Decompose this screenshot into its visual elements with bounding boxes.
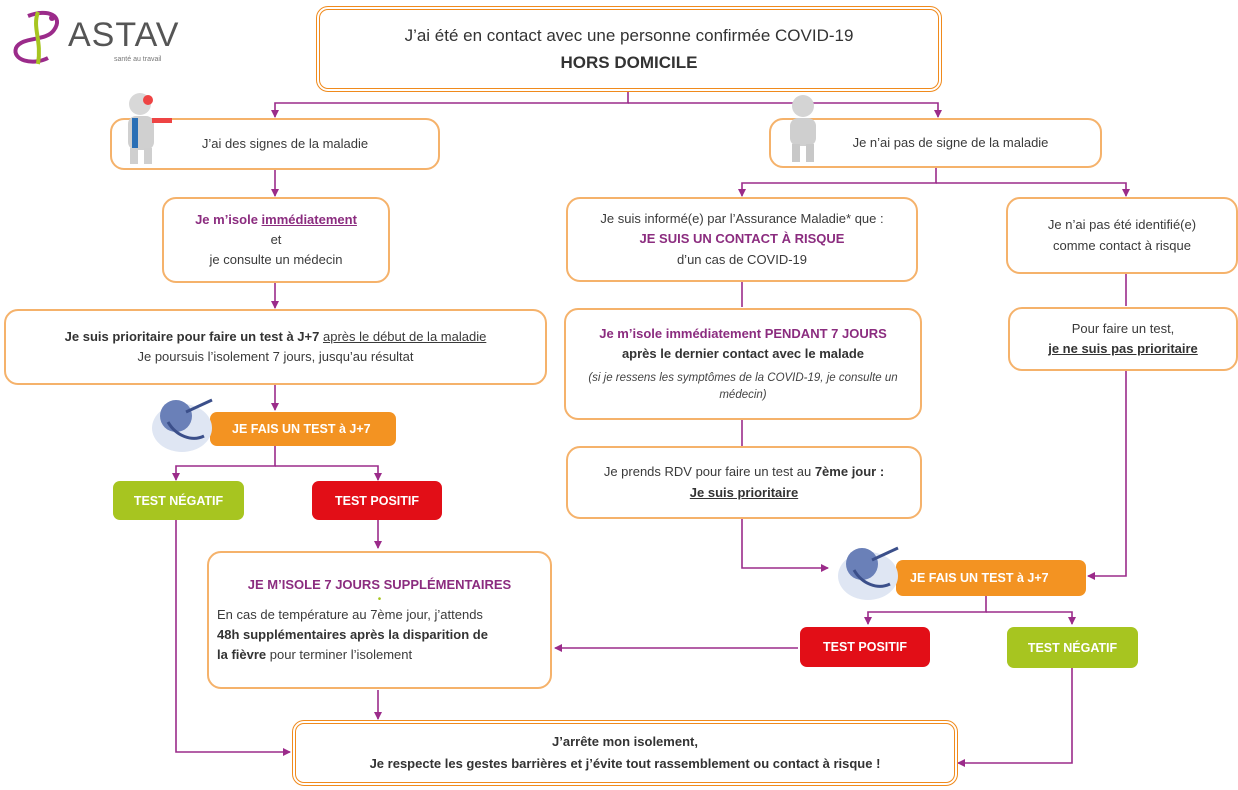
left-test-positive: TEST POSITIF — [312, 481, 442, 520]
right-pos-label: TEST POSITIF — [822, 640, 908, 654]
sick-person-icon — [128, 93, 172, 164]
left-test-negative: TEST NÉGATIF — [113, 481, 244, 520]
iso7-a: Je m’isole immédiatement — [599, 326, 765, 342]
no-signs-label: Je n’ai pas de signe de la maladie — [852, 134, 1049, 150]
rdv-l1b: 7ème jour : — [814, 464, 885, 480]
healthy-person-icon — [790, 95, 816, 162]
isolate-pre: Je m’isole — [195, 211, 262, 227]
extra-text-3: pour terminer l’isolement — [266, 647, 413, 663]
extra-isolation-box: JE M’ISOLE 7 JOURS SUPPLÉMENTAIRES • En … — [207, 551, 552, 689]
end-line2: Je respecte les gestes barrières et j’év… — [369, 756, 881, 771]
extra-text-2: 48h supplémentaires après la disparition… — [217, 627, 488, 642]
isolate-key: immédiatement — [261, 211, 357, 227]
signs-label: J’ai des signes de la maladie — [201, 135, 369, 151]
notid-line1: Je n’ai pas été identifié(e) — [1047, 217, 1197, 233]
header-box: J’ai été en contact avec une personne co… — [316, 6, 942, 92]
right-test-label: JE FAIS UN TEST à J+7 — [910, 571, 1049, 585]
no-signs-box: Je n’ai pas de signe de la maladie — [769, 118, 1102, 168]
not-identified-box: Je n’ai pas été identifié(e) comme conta… — [1006, 197, 1238, 274]
end-isolation-box: J’arrête mon isolement, Je respecte les … — [292, 720, 958, 786]
not-priority-box: Pour faire un test, je ne suis pas prior… — [1008, 307, 1238, 371]
logo-text: ASTAV — [68, 16, 180, 54]
swab-test-icon — [152, 398, 213, 452]
informed-line2: JE SUIS UN CONTACT À RISQUE — [639, 231, 845, 247]
header-title: J’ai été en contact avec une personne co… — [404, 25, 854, 45]
isolate-mid: et — [270, 231, 282, 247]
rdv-l2: Je suis prioritaire — [689, 484, 799, 500]
notprio-line1: Pour faire un test, — [1071, 320, 1175, 336]
right-test-negative: TEST NÉGATIF — [1007, 627, 1138, 668]
iso7-line2: après le dernier contact avec le malade — [621, 346, 865, 362]
extra-title: JE M’ISOLE 7 JOURS SUPPLÉMENTAIRES — [247, 576, 512, 592]
right-neg-label: TEST NÉGATIF — [1027, 640, 1118, 655]
header-subtitle: HORS DOMICILE — [560, 53, 698, 72]
signs-box: J’ai des signes de la maladie — [110, 118, 440, 170]
iso7-line3: (si je ressens les symptômes de la COVID… — [588, 372, 898, 402]
rdv-l1: Je prends RDV pour faire un test au — [603, 464, 815, 480]
extra-text-3b: la fièvre — [217, 647, 267, 663]
left-test-badge: JE FAIS UN TEST à J+7 — [210, 412, 396, 446]
extra-text-1: En cas de température au 7ème jour, j’at… — [217, 606, 483, 622]
priority-tail: après le début de la maladie — [322, 328, 487, 344]
end-line1: J’arrête mon isolement, — [552, 733, 698, 749]
isolate-7-days-box: Je m’isole immédiatement PENDANT 7 JOURS… — [564, 308, 922, 420]
left-test-label: JE FAIS UN TEST à J+7 — [232, 422, 371, 436]
rdv-box: Je prends RDV pour faire un test au 7ème… — [566, 446, 922, 519]
notid-line2: comme contact à risque — [1052, 237, 1191, 253]
logo-tagline: santé au travail — [114, 56, 162, 63]
contact-risk-box: Je suis informé(e) par l’Assurance Malad… — [566, 197, 918, 282]
priority-lead: Je suis prioritaire pour faire un test à… — [64, 328, 320, 344]
swab-test-icon-right — [838, 546, 899, 600]
logo-swirl-icon — [13, 10, 59, 65]
right-test-positive: TEST POSITIF — [800, 627, 930, 667]
right-test-badge: JE FAIS UN TEST à J+7 — [896, 560, 1086, 596]
astav-logo: ASTAV santé au travail — [8, 8, 178, 68]
isolate-post: je consulte un médecin — [209, 252, 343, 268]
extra-dot: • — [377, 593, 382, 605]
left-pos-label: TEST POSITIF — [334, 493, 420, 508]
priority-box: Je suis prioritaire pour faire un test à… — [4, 309, 547, 385]
left-neg-label: TEST NÉGATIF — [133, 493, 224, 508]
informed-line1: Je suis informé(e) par l’Assurance Malad… — [600, 211, 884, 227]
iso7-b: PENDANT 7 JOURS — [764, 326, 887, 342]
isolate-doctor-box: Je m’isole immédiatement et je consulte … — [162, 197, 390, 283]
priority-line2: Je poursuis l’isolement 7 jours, jusqu’a… — [137, 349, 414, 364]
informed-line3: d’un cas de COVID-19 — [676, 251, 808, 267]
notprio-line2: je ne suis pas prioritaire — [1048, 341, 1198, 356]
